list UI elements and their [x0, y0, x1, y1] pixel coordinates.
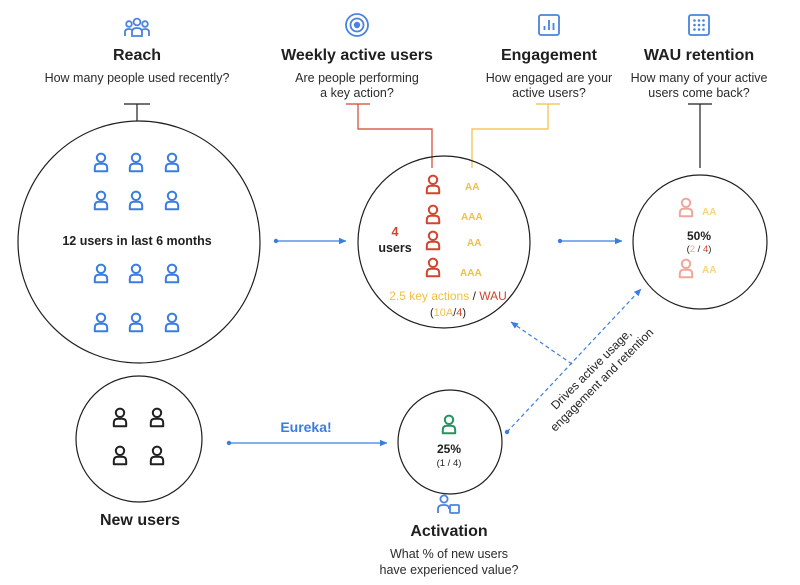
wau-unit: users — [378, 241, 411, 255]
user-icon — [164, 263, 180, 284]
wau-ratio-separator: / — [469, 289, 479, 303]
user-icon — [112, 407, 128, 428]
retention-calc-den: 4 — [703, 244, 708, 255]
wau-calc-close: ) — [462, 307, 466, 319]
retention-calc: (2 / 4) — [687, 244, 712, 255]
people-group-icon — [124, 17, 150, 37]
reach-subtitle: How many people used recently? — [45, 71, 230, 85]
activation-pct: 25% — [437, 442, 461, 456]
wau-calc-sep: / — [453, 307, 457, 319]
wau-ratio: 2.5 key actions / WAU — [389, 289, 507, 303]
reach-connector — [124, 103, 150, 121]
wau-subtitle-line1: Are people performing — [295, 71, 419, 85]
calendar-grid-icon — [688, 14, 710, 36]
user-icon — [441, 414, 457, 435]
wau-action-3: AA — [467, 238, 481, 249]
retention-circle — [632, 174, 768, 310]
retention-action-1: AA — [702, 207, 716, 218]
retention-title: WAU retention — [644, 47, 754, 64]
wau-ratio-value: 2.5 key actions — [389, 289, 469, 303]
target-icon — [345, 13, 369, 37]
user-icon — [93, 263, 109, 284]
wau-circle — [357, 155, 531, 329]
user-icon — [678, 197, 694, 218]
wau-users — [425, 174, 441, 278]
wau-title: Weekly active users — [281, 47, 433, 64]
retention-action-2: AA — [702, 265, 716, 276]
user-icon — [164, 312, 180, 333]
new-users-circle — [75, 375, 203, 503]
user-icon — [149, 407, 165, 428]
user-icon — [164, 190, 180, 211]
wau-action-2: AAA — [461, 212, 483, 223]
activation-circle — [397, 389, 503, 495]
user-icon — [164, 152, 180, 173]
retention-subtitle-line2: users come back? — [648, 86, 749, 100]
wau-action-4: AAA — [460, 268, 482, 279]
user-icon — [128, 263, 144, 284]
retention-pct: 50% — [687, 229, 711, 243]
engagement-connector — [471, 103, 560, 168]
activation-users — [441, 414, 457, 435]
activation-subtitle-line1: What % of new users — [390, 547, 508, 561]
retention-subtitle-line1: How many of your active — [631, 71, 768, 85]
user-icon — [425, 204, 441, 225]
retention-calc-open: ( — [687, 244, 691, 255]
new-users-title: New users — [100, 512, 180, 529]
user-icon — [93, 190, 109, 211]
wau-subtitle-line2: a key action? — [320, 86, 394, 100]
bar-chart-icon — [538, 14, 560, 36]
reach-circle — [17, 120, 261, 364]
engagement-subtitle-line2: active users? — [512, 86, 586, 100]
engagement-subtitle-line1: How engaged are your — [486, 71, 612, 85]
drives-label-line2: engagement and retention — [547, 325, 656, 434]
retention-connector — [688, 103, 712, 168]
wau-ratio-unit: WAU — [479, 289, 507, 303]
wau-calc-open: ( — [430, 307, 434, 319]
retention-calc-num: 2 — [690, 244, 695, 255]
user-icon — [149, 445, 165, 466]
activation-to-wau-arrow — [510, 321, 573, 365]
user-icon — [128, 190, 144, 211]
user-icon — [93, 152, 109, 173]
user-icon — [425, 174, 441, 195]
eureka-label: Eureka! — [280, 419, 331, 435]
new-users — [112, 407, 165, 466]
reach-label: 12 users in last 6 months — [62, 234, 211, 248]
engagement-title: Engagement — [501, 47, 598, 64]
wau-connector — [346, 103, 433, 168]
drives-label: Drives active usage, engagement and rete… — [547, 325, 656, 434]
user-icon — [425, 257, 441, 278]
people-shapes-icon — [437, 494, 460, 514]
retention-calc-close: ) — [708, 244, 711, 255]
activation-to-retention-arrow — [504, 288, 642, 435]
user-icon — [128, 152, 144, 173]
retention-calc-sep: / — [695, 244, 703, 255]
activation-title: Activation — [410, 523, 487, 540]
wau-count: 4 — [392, 225, 399, 239]
user-icon — [128, 312, 144, 333]
user-icon — [112, 445, 128, 466]
user-icon — [425, 230, 441, 251]
activation-subtitle-line2: have experienced value? — [380, 563, 519, 577]
wau-calc: (10A/4) — [430, 307, 466, 319]
wau-calc-num: 10A — [434, 307, 454, 319]
activation-calc: (1 / 4) — [437, 458, 462, 469]
user-icon — [678, 258, 694, 279]
reach-title: Reach — [113, 47, 161, 64]
wau-calc-den: 4 — [456, 307, 462, 319]
user-icon — [93, 312, 109, 333]
wau-action-1: AA — [465, 182, 479, 193]
